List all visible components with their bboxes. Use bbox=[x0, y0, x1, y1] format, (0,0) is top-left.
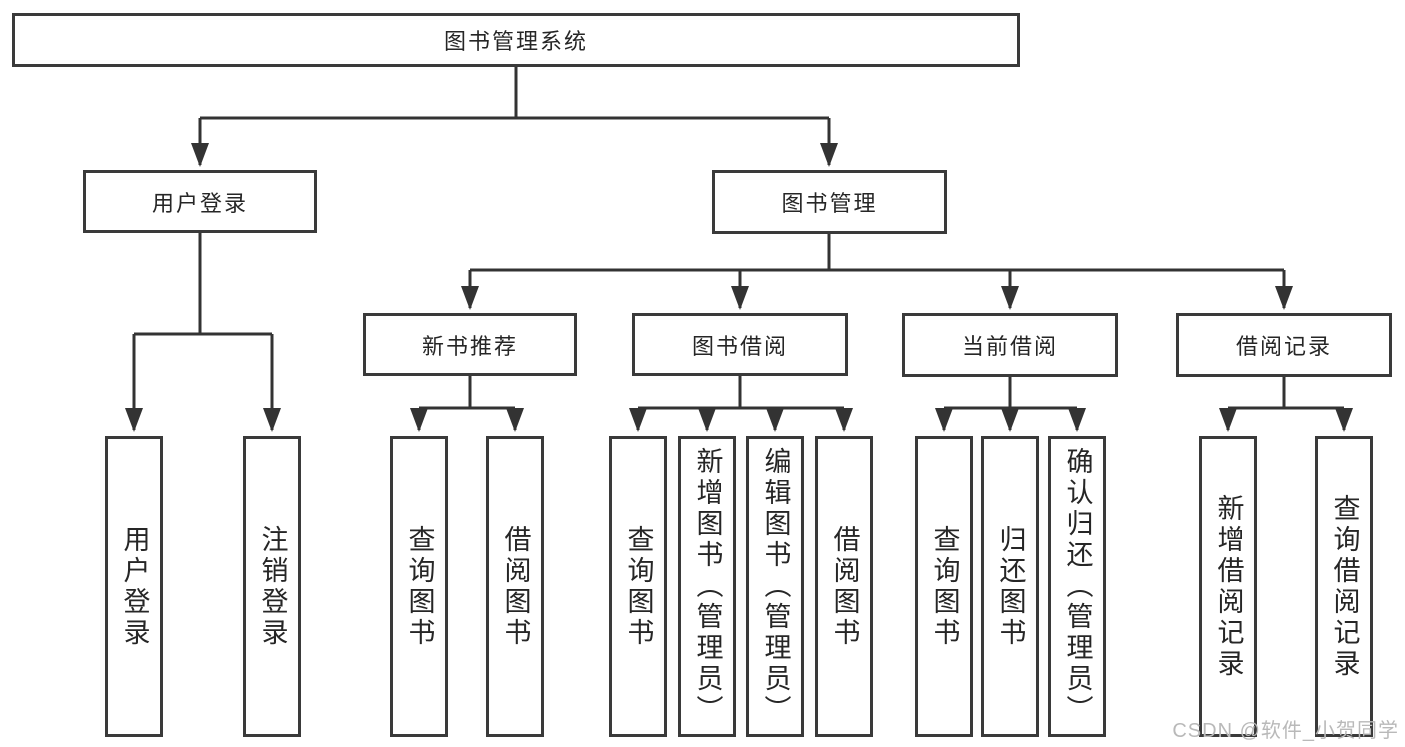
node-add-books-admin: 新增图书（管理员） bbox=[678, 436, 736, 737]
node-edit-books-admin: 编辑图书（管理员） bbox=[746, 436, 804, 737]
node-query-books-recommendation: 查询图书 bbox=[390, 436, 448, 737]
node-borrowing-records: 借阅记录 bbox=[1176, 313, 1392, 377]
node-user-login: 用户登录 bbox=[83, 170, 317, 233]
node-add-borrow-record: 新增借阅记录 bbox=[1199, 436, 1257, 737]
node-book-management: 图书管理 bbox=[712, 170, 947, 234]
node-return-books: 归还图书 bbox=[981, 436, 1039, 737]
node-query-borrow-record: 查询借阅记录 bbox=[1315, 436, 1373, 737]
watermark-text: CSDN @软件_小贺同学 bbox=[1172, 720, 1399, 742]
node-user-login-leaf: 用户登录 bbox=[105, 436, 163, 737]
node-query-books-borrowing: 查询图书 bbox=[609, 436, 667, 737]
node-query-books-current: 查询图书 bbox=[915, 436, 973, 737]
node-new-book-recommendation: 新书推荐 bbox=[363, 313, 577, 376]
node-book-management-system: 图书管理系统 bbox=[12, 13, 1020, 67]
node-logout-leaf: 注销登录 bbox=[243, 436, 301, 737]
node-borrow-books-recommendation: 借阅图书 bbox=[486, 436, 544, 737]
elbow-lines bbox=[134, 67, 1344, 410]
node-book-borrowing: 图书借阅 bbox=[632, 313, 848, 376]
node-borrow-books-leaf: 借阅图书 bbox=[815, 436, 873, 737]
node-current-borrowing: 当前借阅 bbox=[902, 313, 1118, 377]
node-confirm-return-admin: 确认归还（管理员） bbox=[1048, 436, 1106, 737]
